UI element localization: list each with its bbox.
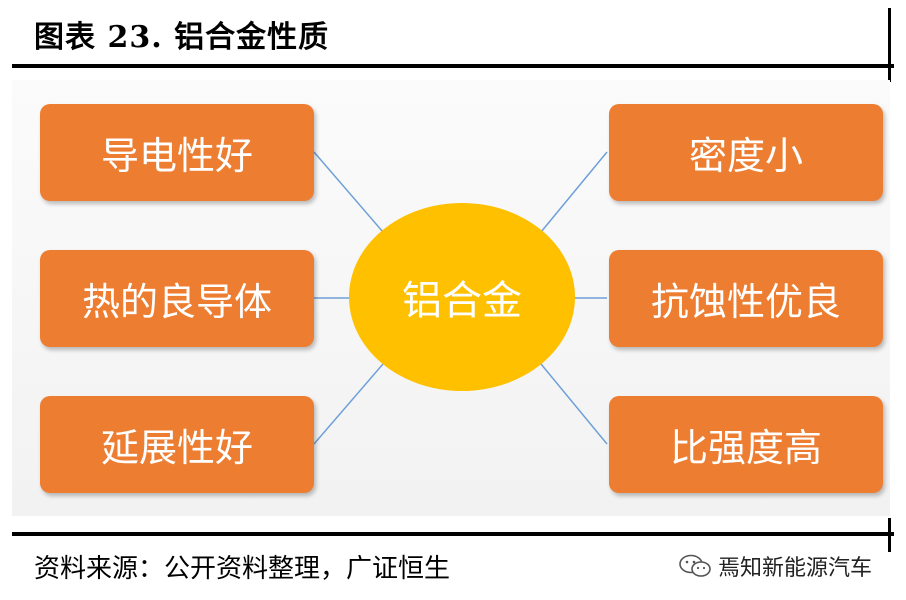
property-box-conductivity: 导电性好 bbox=[40, 104, 314, 201]
connector-left-bottom bbox=[313, 363, 384, 445]
header-rule bbox=[12, 64, 894, 68]
property-box-corrosion: 抗蚀性优良 bbox=[609, 250, 883, 347]
center-node: 铝合金 bbox=[349, 203, 575, 391]
figure-title: 图表 23. 铝合金性质 bbox=[34, 20, 330, 55]
watermark-text: 焉知新能源汽车 bbox=[718, 556, 873, 581]
watermark: 焉知新能源汽车 bbox=[678, 550, 872, 582]
property-box-thermal: 热的良导体 bbox=[40, 250, 314, 347]
source-note: 资料来源：公开资料整理，广证恒生 bbox=[34, 554, 451, 584]
connector-right-bottom bbox=[540, 363, 608, 445]
property-box-strength: 比强度高 bbox=[609, 396, 883, 493]
footer-rule bbox=[12, 532, 894, 536]
wechat-icon bbox=[679, 554, 711, 577]
header-edge-tick bbox=[888, 8, 891, 82]
property-box-density: 密度小 bbox=[609, 104, 883, 201]
connector-left-top bbox=[313, 151, 384, 233]
footer-edge-tick bbox=[888, 518, 891, 552]
property-box-ductility: 延展性好 bbox=[40, 396, 314, 493]
connector-right-top bbox=[540, 151, 608, 233]
